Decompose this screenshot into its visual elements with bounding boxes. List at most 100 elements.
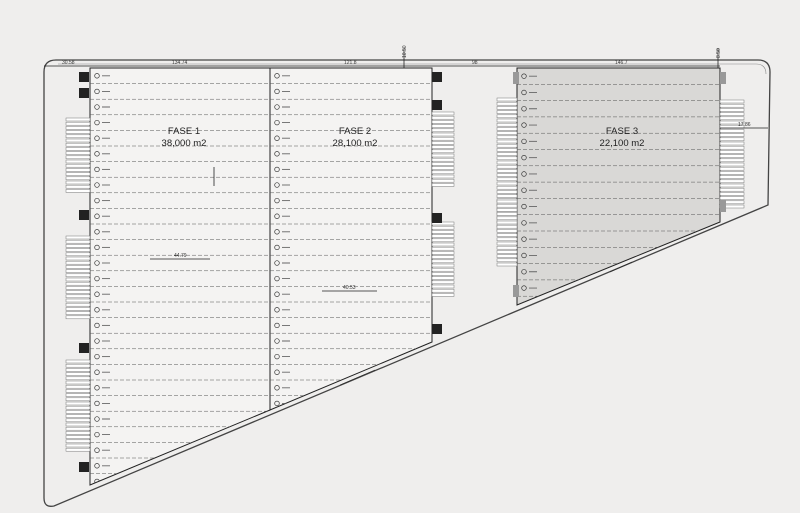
- unit-marker-icon: [94, 119, 100, 126]
- loading-dock: [65, 168, 91, 172]
- loading-dock: [431, 162, 455, 166]
- loading-dock: [496, 190, 518, 194]
- loading-dock: [431, 170, 455, 175]
- loading-dock: [65, 298, 91, 303]
- stair-core: [79, 72, 89, 82]
- loading-dock: [496, 233, 518, 237]
- loading-dock: [719, 196, 745, 200]
- unit-marker-icon: [274, 104, 280, 110]
- unit-marker-icon: [94, 322, 100, 329]
- loading-dock: [431, 259, 455, 264]
- dim-right-setback: 17.86: [738, 122, 751, 128]
- unit-marker-icon: [94, 104, 100, 110]
- loading-dock: [431, 246, 455, 251]
- loading-dock: [65, 273, 91, 278]
- loading-dock: [431, 132, 455, 137]
- stair-core: [513, 72, 519, 84]
- loading-dock: [431, 183, 455, 187]
- loading-dock: [431, 242, 455, 247]
- loading-dock: [65, 151, 91, 155]
- loading-dock: [431, 267, 455, 272]
- loading-dock: [65, 265, 91, 269]
- loading-dock: [65, 294, 91, 299]
- loading-dock: [65, 147, 91, 151]
- loading-dock: [496, 106, 518, 110]
- loading-dock: [431, 280, 455, 285]
- loading-dock: [431, 255, 455, 259]
- loading-dock: [719, 141, 745, 146]
- unit-marker-icon: [274, 213, 280, 219]
- loading-dock: [496, 212, 518, 216]
- loading-dock: [65, 121, 91, 126]
- loading-dock: [431, 166, 455, 170]
- fase-1-area: 38,000 m2: [162, 138, 207, 149]
- loading-dock: [65, 363, 91, 368]
- unit-marker-icon: [94, 166, 100, 173]
- unit-marker-icon: [94, 88, 100, 95]
- stair-core: [720, 200, 726, 212]
- loading-dock: [719, 192, 745, 196]
- unit-marker-icon: [95, 495, 100, 500]
- fase-1-name: FASE 1: [168, 126, 200, 137]
- loading-dock: [65, 439, 91, 444]
- loading-dock: [65, 426, 91, 431]
- loading-dock: [431, 276, 455, 280]
- loading-dock: [65, 155, 91, 160]
- loading-dock: [65, 235, 91, 240]
- dim-top-offset-b: 8.50: [716, 48, 722, 58]
- loading-dock: [65, 260, 91, 265]
- loading-dock: [496, 122, 518, 127]
- loading-dock: [431, 174, 455, 179]
- loading-dock: [719, 150, 745, 154]
- unit-marker-icon: [94, 73, 100, 79]
- dim-fase2-inner: 40.53: [343, 285, 356, 291]
- unit-marker-icon: [521, 171, 527, 177]
- unit-marker-icon: [94, 400, 100, 407]
- fase-3-building[interactable]: [516, 67, 721, 306]
- loading-dock: [65, 397, 91, 402]
- unit-marker-icon: [274, 338, 280, 344]
- loading-dock: [65, 184, 91, 189]
- unit-marker-icon: [521, 269, 527, 275]
- unit-marker-icon: [274, 385, 280, 391]
- fase-3-area: 22,100 m2: [600, 138, 645, 149]
- unit-marker-icon: [94, 229, 100, 235]
- unit-marker-icon: [274, 307, 280, 313]
- stair-core: [79, 462, 89, 472]
- fase-2-building[interactable]: [269, 67, 433, 411]
- unit-marker-icon: [274, 197, 280, 204]
- stair-core: [432, 213, 442, 223]
- unit-marker-icon: [94, 369, 100, 375]
- unit-marker-icon: [94, 447, 100, 453]
- loading-dock: [65, 286, 91, 290]
- loading-dock: [431, 149, 455, 154]
- loading-dock: [496, 139, 518, 144]
- loading-dock: [65, 380, 91, 385]
- unit-marker-icon: [274, 151, 280, 157]
- loading-dock: [65, 311, 91, 315]
- loading-dock: [65, 239, 91, 244]
- loading-dock: [496, 250, 518, 254]
- loading-dock: [719, 179, 745, 184]
- loading-dock: [65, 138, 91, 143]
- loading-dock: [65, 359, 91, 364]
- unit-marker-icon: [521, 203, 527, 210]
- loading-dock: [496, 177, 518, 182]
- unit-marker-icon: [94, 197, 100, 204]
- unit-marker-icon: [274, 353, 280, 360]
- unit-marker-icon: [94, 275, 100, 282]
- unit-marker-icon: [521, 236, 527, 242]
- loading-dock: [431, 251, 455, 255]
- loading-dock: [496, 254, 518, 258]
- unit-marker-icon: [274, 275, 280, 282]
- unit-marker-icon: [521, 106, 527, 112]
- loading-dock: [496, 241, 518, 246]
- dim-fase1-inner: 44.79: [174, 253, 187, 259]
- unit-marker-icon: [274, 322, 280, 329]
- stair-core: [432, 100, 442, 110]
- loading-dock: [496, 101, 518, 106]
- unit-marker-icon: [521, 73, 527, 79]
- stair-core: [79, 343, 89, 353]
- loading-dock: [65, 269, 91, 273]
